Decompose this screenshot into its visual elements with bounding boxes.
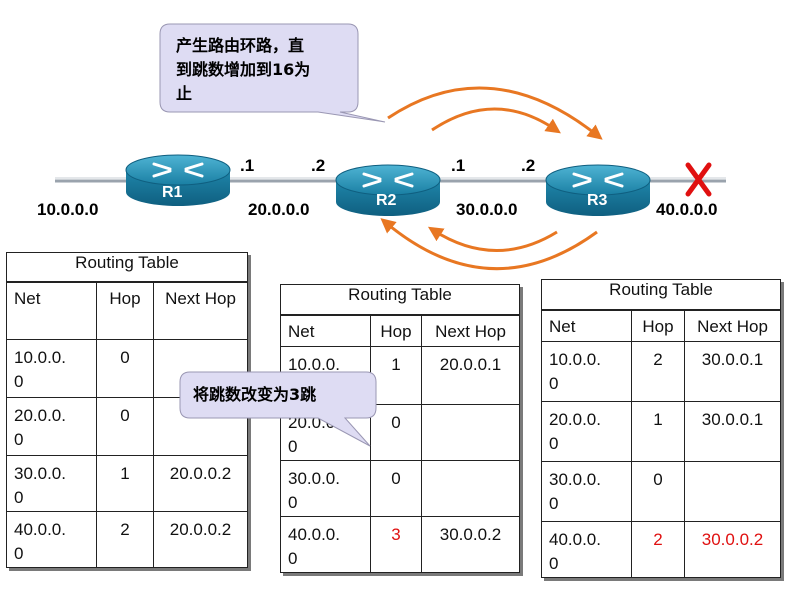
row-net: 20.0.0.0 (541, 401, 632, 462)
network-label-4: 40.0.0.0 (656, 200, 718, 219)
routing-table-title: Routing Table (541, 279, 781, 311)
table-row: 40.0.0.0 2 30.0.0.2 (541, 521, 781, 578)
row-next-hop (421, 460, 520, 517)
table-row: 40.0.0.0 2 20.0.0.2 (6, 511, 248, 568)
row-next-hop: 30.0.0.1 (684, 341, 781, 402)
loop-arrow-inner-top (431, 107, 561, 134)
table-row: 30.0.0.0 0 (280, 460, 520, 517)
row-next-hop: 20.0.0.1 (421, 346, 520, 405)
routing-table-title: Routing Table (6, 252, 248, 283)
row-net: 40.0.0.0 (280, 516, 371, 573)
network-label-2: 20.0.0.0 (248, 200, 310, 219)
router-r2 (335, 164, 441, 216)
router-r3-label: R3 (587, 192, 608, 209)
row-net: 30.0.0.0 (6, 455, 97, 512)
table-row: 40.0.0.0 3 30.0.0.2 (280, 516, 520, 573)
loop-arrow-outer-top (387, 86, 603, 140)
router-r1 (125, 154, 231, 206)
row-hop: 2 (631, 341, 685, 402)
loop-arrow-outer-bottom (380, 218, 598, 270)
row-net: 30.0.0.0 (541, 461, 632, 522)
row-hop-changed: 3 (370, 516, 422, 573)
table-row: 10.0.0.0 1 20.0.0.1 (280, 346, 520, 405)
routing-table-r3: Routing Table Net Hop Next Hop 10.0.0.0 … (541, 279, 781, 578)
row-next-hop: 30.0.0.2 (421, 516, 520, 573)
row-next-hop: 30.0.0.1 (684, 401, 781, 462)
row-next-hop-changed: 30.0.0.2 (684, 521, 781, 578)
callout-middle-text: 将跳数改变为3跳 (193, 385, 317, 404)
table-header-net: Net (541, 309, 632, 342)
row-net: 40.0.0.0 (6, 511, 97, 568)
network-label-1: 10.0.0.0 (37, 200, 99, 219)
row-hop-changed: 2 (631, 521, 685, 578)
router-r2-label: R2 (376, 192, 397, 209)
loop-arrow-inner-bottom (427, 226, 558, 252)
row-next-hop: 20.0.0.2 (153, 511, 248, 568)
router-r3 (545, 164, 651, 216)
table-row: 20.0.0.0 1 30.0.0.1 (541, 401, 781, 462)
network-label-3: 30.0.0.0 (456, 200, 518, 219)
table-header-next-hop: Next Hop (153, 281, 248, 340)
table-header-net: Net (6, 281, 97, 340)
interface-label-r1-right: .1 (240, 156, 255, 175)
table-row: 20.0.0.0 0 (6, 397, 248, 456)
table-header-hop: Hop (96, 281, 154, 340)
table-row: 10.0.0.0 2 30.0.0.1 (541, 341, 781, 402)
callout-top-bubble (159, 23, 386, 123)
red-x-icon (685, 162, 712, 197)
routing-loop-arrows (380, 86, 603, 270)
interface-label-r2-left: .2 (311, 156, 326, 175)
row-hop: 0 (96, 397, 154, 456)
router-r1-label: R1 (162, 184, 183, 201)
interface-label-r3-left: .2 (521, 156, 536, 175)
routing-table-title: Routing Table (280, 284, 520, 316)
row-net: 20.0.0.0 (6, 397, 97, 456)
row-net: 10.0.0.0 (6, 339, 97, 398)
callout-top-text: 产生路由环路，直 到跳数增加到16为 止 (176, 36, 311, 103)
interface-label-r2-right: .1 (451, 156, 466, 175)
routing-table-r2: Routing Table Net Hop Next Hop 10.0.0.0 … (280, 284, 520, 573)
